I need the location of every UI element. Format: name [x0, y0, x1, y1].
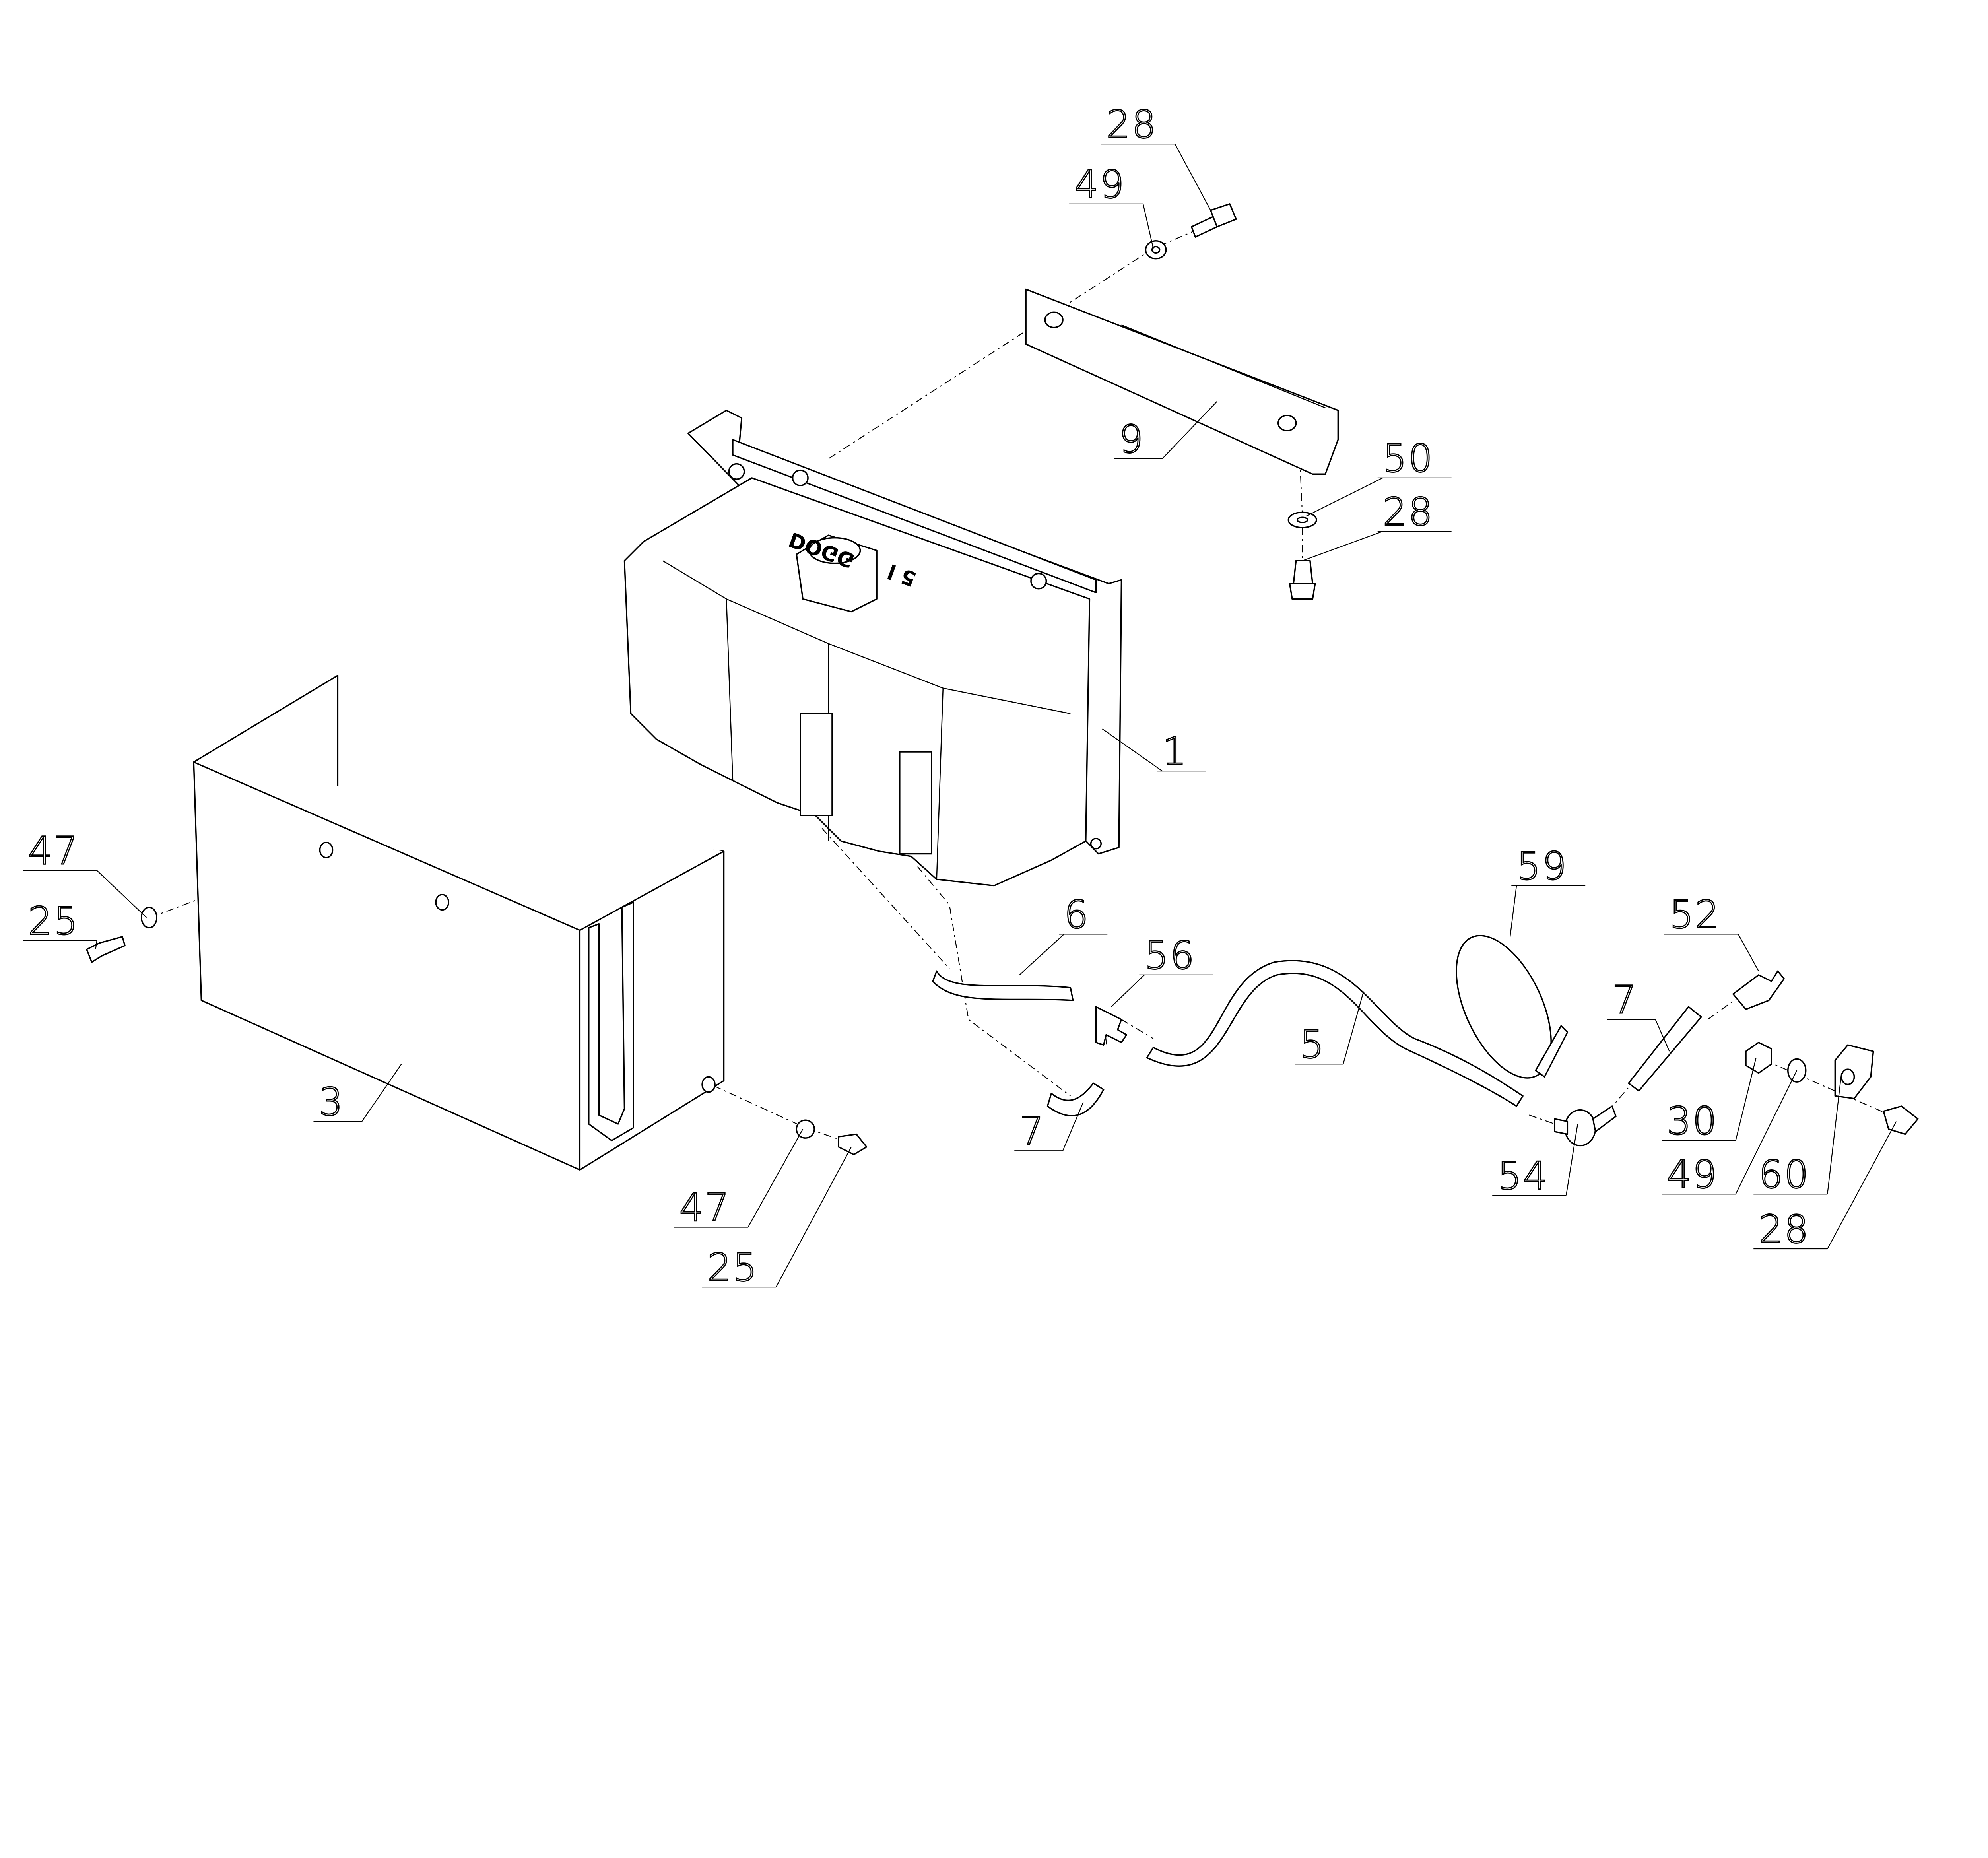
callout-59: 59	[1509, 843, 1586, 937]
callout-3: 3	[313, 1064, 402, 1125]
callout-label: 28	[1383, 490, 1434, 534]
callout-label: 6	[1064, 892, 1089, 937]
callout-label: 47	[28, 829, 80, 873]
callout-leader	[1114, 401, 1217, 459]
callout-56: 56	[1111, 932, 1213, 1007]
part-3-cover	[193, 674, 725, 1171]
callout-25: 25	[23, 898, 97, 949]
callout-label: 47	[679, 1186, 730, 1230]
callout-leader	[23, 940, 97, 949]
callout-label: 56	[1144, 933, 1196, 978]
callout-52: 52	[1664, 892, 1759, 971]
callout-30: 30	[1662, 1057, 1757, 1144]
nut-30	[1745, 1042, 1772, 1074]
callout-label: 28	[1759, 1207, 1810, 1252]
callout-leader	[1101, 144, 1211, 211]
callout-leader	[1019, 934, 1108, 975]
callout-leader	[674, 1129, 804, 1228]
callout-leader	[1492, 1124, 1578, 1196]
callout-label: 52	[1670, 892, 1721, 937]
callout-leader	[1306, 477, 1452, 517]
callout-label: 28	[1106, 102, 1157, 147]
callout-28: 28	[1101, 102, 1211, 211]
callout-50: 50	[1306, 435, 1452, 517]
callout-label: 5	[1300, 1022, 1325, 1067]
callout-label: 49	[1667, 1152, 1718, 1197]
callout-leader	[1111, 974, 1213, 1007]
callout-leader	[1753, 1121, 1897, 1250]
callout-54: 54	[1492, 1124, 1578, 1199]
callout-leader	[1302, 531, 1452, 561]
callout-leader	[1014, 1102, 1084, 1151]
callout-leader	[1607, 1019, 1670, 1052]
callout-label: 9	[1119, 417, 1144, 462]
exploded-parts-diagram: DOGG 5 l 28 49 9	[23, 102, 1919, 1291]
washer-50	[1287, 511, 1317, 528]
callout-25: 25	[702, 1147, 852, 1291]
callout-label: 50	[1383, 436, 1434, 481]
connector-52	[1732, 970, 1785, 1010]
callout-label: 30	[1667, 1099, 1718, 1144]
callout-leader	[1664, 934, 1759, 971]
part-1-tank: DOGG 5 l	[623, 410, 1122, 887]
callout-9: 9	[1114, 401, 1217, 462]
callout-leader	[1662, 1057, 1757, 1141]
callout-leader	[23, 870, 147, 918]
hose-7-left	[1046, 1082, 1105, 1116]
callout-label: 7	[1019, 1109, 1045, 1153]
callout-leader	[1069, 203, 1154, 249]
bolt-25-left	[86, 936, 126, 963]
bolt-28-bottom-right	[1883, 1105, 1919, 1135]
valve-54	[1554, 1105, 1617, 1147]
cable-tie-59	[1456, 935, 1569, 1079]
callout-1: 1	[1102, 728, 1206, 775]
callout-leader	[1753, 1073, 1842, 1195]
callout-label: 7	[1612, 978, 1637, 1022]
part-9-bracket	[1025, 288, 1339, 475]
callout-label: 60	[1759, 1152, 1810, 1197]
callout-7: 7	[1014, 1102, 1084, 1154]
callout-60: 60	[1753, 1073, 1842, 1198]
callout-leader	[702, 1147, 852, 1288]
callout-label: 1	[1162, 729, 1188, 774]
callout-leader	[1662, 1070, 1798, 1195]
tee-56	[1095, 1006, 1128, 1046]
callout-label: 25	[707, 1245, 759, 1290]
callout-47: 47	[674, 1129, 804, 1231]
bracket-60	[1834, 1044, 1874, 1099]
callout-leader	[1102, 728, 1206, 772]
callout-label: 25	[28, 899, 80, 943]
callout-28: 28	[1302, 489, 1452, 561]
callout-layer: 28 49 9 50 28 1 47 25 3 6 56 7 59 5 52 7 30 49 60 28 54 47 25	[23, 102, 1897, 1291]
bolt-25-bottom	[838, 1133, 868, 1155]
callout-7: 7	[1607, 977, 1670, 1052]
hose-7-right	[1628, 1006, 1702, 1092]
hose-5	[1146, 960, 1524, 1107]
washer-49-top	[1145, 240, 1167, 260]
callout-label: 3	[318, 1079, 344, 1124]
washer-47-bottom	[796, 1119, 815, 1139]
washer-47-left	[141, 907, 157, 929]
callout-49: 49	[1662, 1070, 1798, 1198]
callout-49: 49	[1069, 161, 1154, 249]
hose-6	[932, 970, 1074, 1001]
callout-leader	[1295, 991, 1364, 1065]
callout-leader	[313, 1064, 402, 1122]
callout-label: 54	[1497, 1153, 1549, 1198]
bolt-28-right	[1289, 560, 1316, 600]
callout-47: 47	[23, 828, 147, 918]
callout-5: 5	[1295, 991, 1364, 1068]
callout-label: 59	[1516, 844, 1568, 889]
callout-6: 6	[1019, 892, 1108, 975]
washer-49-right	[1787, 1058, 1807, 1083]
callout-label: 49	[1074, 162, 1126, 207]
bolt-28-top	[1191, 203, 1237, 238]
callout-28: 28	[1753, 1121, 1897, 1252]
callout-leader	[1509, 885, 1586, 937]
